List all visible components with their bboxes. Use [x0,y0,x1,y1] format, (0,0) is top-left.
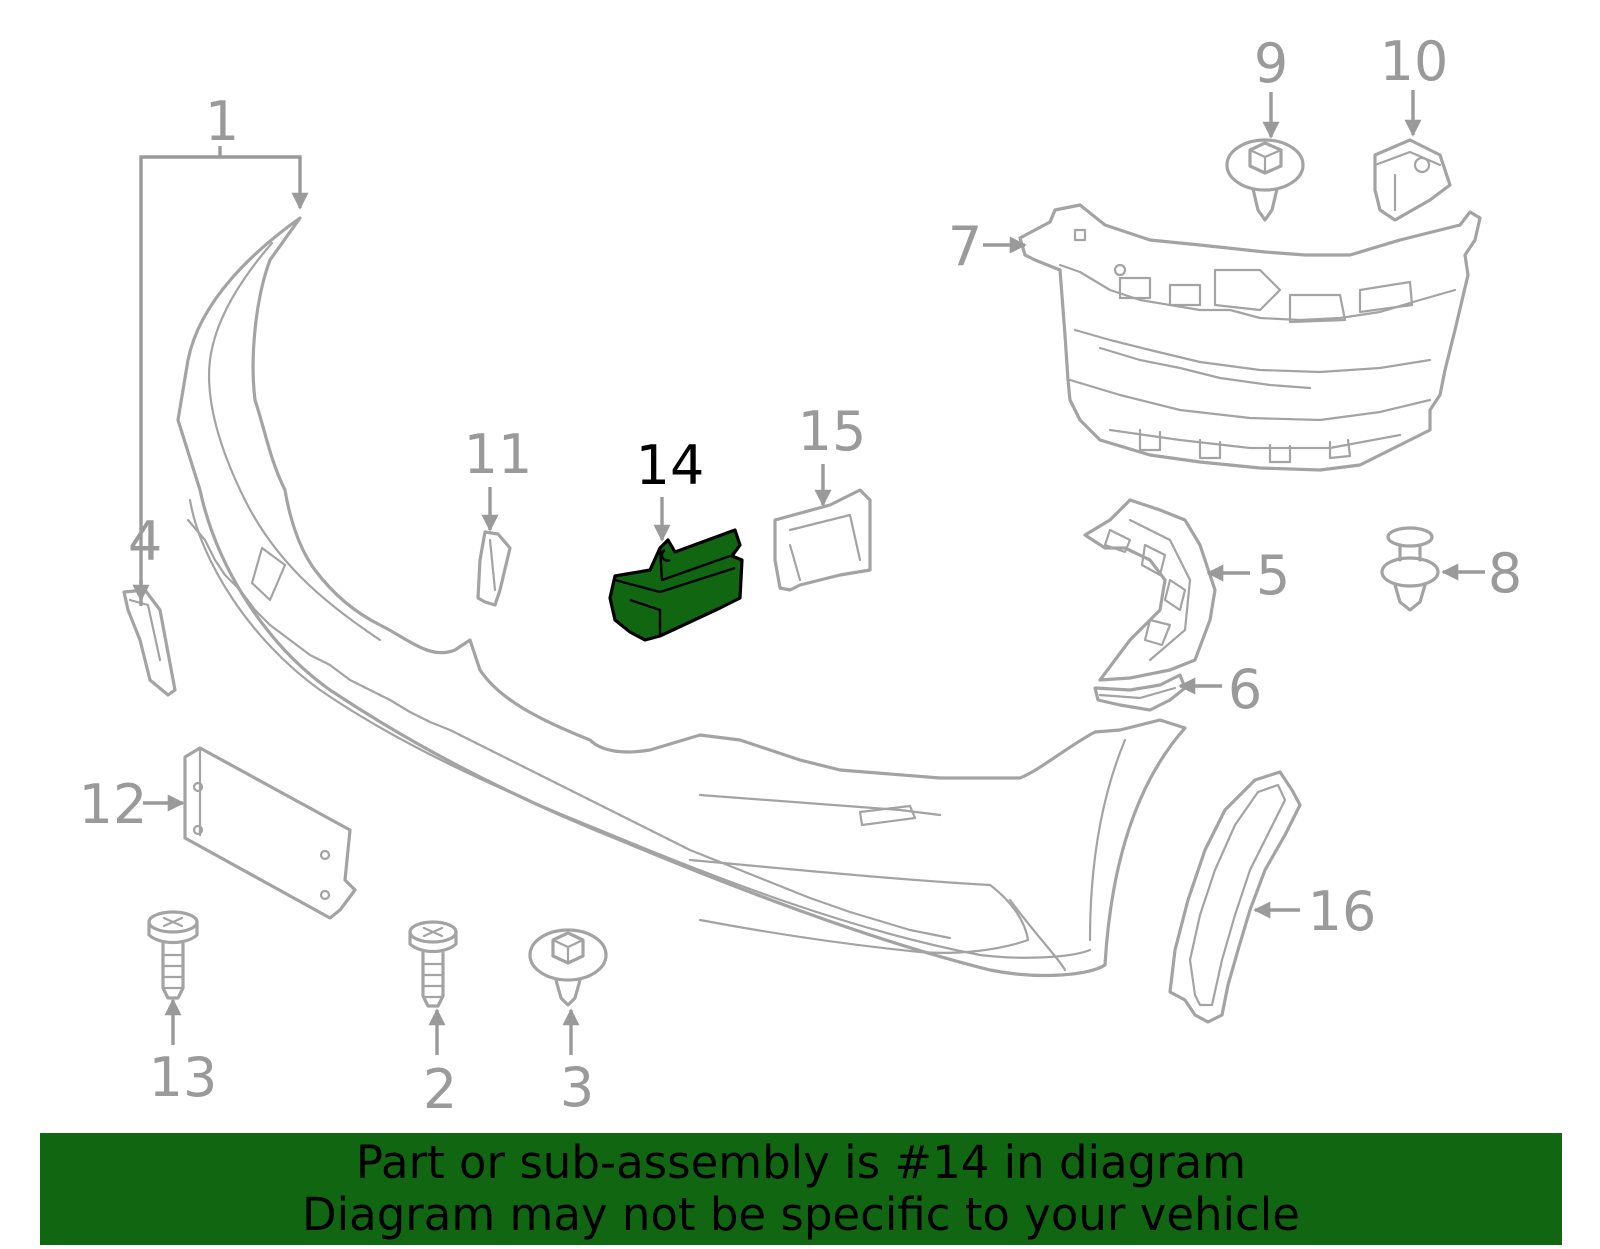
banner-line-part-number: Part or sub-assembly is #14 in diagram [355,1136,1247,1189]
callout-1: 1 [205,90,239,153]
license-plate-bracket-part [183,746,357,920]
callout-7: 7 [948,215,982,278]
callout-3: 3 [560,1056,594,1119]
callout-9: 9 [1254,32,1288,95]
bumper-cover-part [176,216,1187,978]
side-bracket-left-part [122,588,177,697]
push-pin-clip-part [1380,526,1440,612]
callout-16: 16 [1308,880,1377,943]
callout-5: 5 [1256,544,1290,607]
callout-13: 13 [149,1046,218,1109]
callout-15: 15 [798,400,867,463]
callout-14: 14 [636,434,705,497]
flange-nut-part-3 [528,928,608,1007]
trim-strip-part [476,530,512,607]
screw-part-2 [408,920,458,1008]
leader-lines [132,90,1485,1055]
screw-part-13 [147,910,199,1000]
callout-8: 8 [1488,542,1522,605]
highlighted-bracket-part-14 [608,528,744,642]
callout-11: 11 [464,423,533,486]
callout-12: 12 [79,773,148,836]
info-banner: Part or sub-assembly is #14 in diagram D… [40,1133,1562,1245]
banner-line-disclaimer: Diagram may not be specific to your vehi… [302,1188,1300,1241]
callout-2: 2 [423,1058,457,1121]
callout-10: 10 [1380,30,1449,93]
side-guide-bracket-part [1083,498,1217,682]
leader-1-bracket [139,155,309,606]
callout-6: 6 [1228,658,1262,721]
upper-support-bracket-part [1018,203,1482,472]
small-bracket-part [1093,673,1187,712]
callout-4: 4 [128,510,162,573]
retaining-clip-part [1373,138,1452,222]
wheel-arch-trim-part [1168,770,1302,1024]
callout-labels: 1 4 11 14 15 7 9 10 5 6 8 12 13 2 3 16 [79,30,1523,1121]
guide-bracket-part [773,488,872,592]
flange-nut-part [1225,138,1305,222]
